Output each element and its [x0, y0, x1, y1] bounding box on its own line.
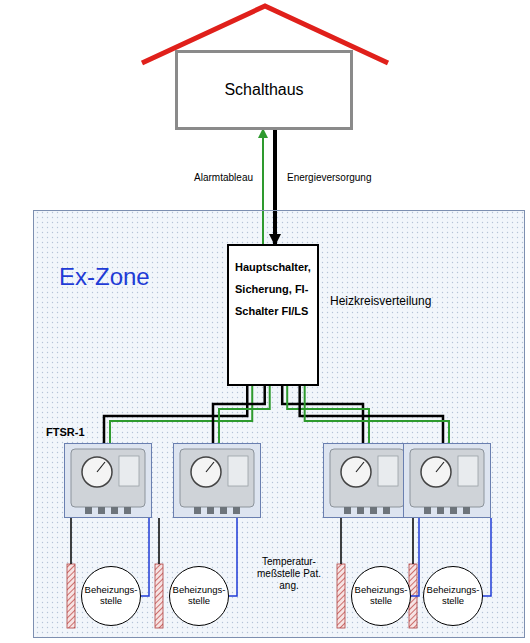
distribution-box: Hauptschalter, Sicherung, FI-Schalter FI… [227, 244, 319, 386]
cable-gland [220, 507, 227, 514]
unit-heading: FTSR-1 [46, 426, 85, 438]
sensor-cable [141, 518, 149, 596]
power-cable [213, 386, 265, 443]
edge-label: Alarmtableau [173, 172, 253, 183]
thermostat-picture [174, 444, 260, 517]
housing [180, 449, 254, 507]
zone-title: Ex-Zone [59, 263, 150, 291]
housing [71, 449, 145, 507]
connector [104, 386, 252, 443]
connector [411, 518, 419, 596]
gauge [421, 457, 451, 487]
heater-wire [70, 518, 72, 564]
control-house: Schalthaus [175, 50, 353, 130]
heating-point: Beheizungs- stelle [169, 566, 229, 626]
edge-label: Energieversorgung [287, 172, 372, 183]
heating-point: Beheizungs- stelle [81, 566, 141, 626]
connector [213, 386, 270, 443]
cable-gland [194, 507, 201, 514]
gauge-needle [97, 462, 105, 472]
nameplate [119, 456, 139, 486]
cable-gland [111, 507, 118, 514]
cable-gland [450, 507, 457, 514]
thermostat-unit [173, 443, 261, 518]
sensor-cable [483, 518, 491, 596]
heating-label: Beheizungs- stelle [426, 585, 480, 607]
gauge-needle [356, 462, 364, 472]
cable-gland [233, 507, 240, 514]
nameplate [378, 456, 398, 486]
cable-gland [85, 507, 92, 514]
gauge [191, 457, 221, 487]
cable-gland [424, 507, 431, 514]
heating-label: Beheizungs- stelle [84, 585, 138, 607]
housing [410, 449, 484, 507]
heating-label: Beheizungs- stelle [172, 585, 226, 607]
sensor-label: Temperatur- meßstelle Pat. ang. [248, 556, 330, 592]
power-cable [104, 386, 247, 443]
heater-wire [412, 518, 414, 564]
cable-gland [124, 507, 131, 514]
sensor-cable [411, 518, 419, 596]
group-label: Heizkreisverteilung [330, 294, 431, 308]
thermostat-picture [324, 444, 410, 517]
sensor-cable [229, 518, 237, 596]
thermostat-unit: FTSR-1 [64, 443, 152, 518]
cable-gland [437, 507, 444, 514]
heater-wire [158, 518, 160, 564]
connector [263, 130, 264, 244]
power-cable [300, 386, 443, 443]
signal-cable [219, 386, 270, 443]
thermostat-unit [323, 443, 411, 518]
heater-strip [67, 564, 75, 628]
heater-wire [340, 518, 342, 564]
house-title: Schalthaus [224, 81, 303, 99]
alarm-line [262, 130, 264, 244]
connector [229, 518, 237, 596]
cable-gland [344, 507, 351, 514]
heater-strip [337, 564, 345, 628]
gauge [82, 457, 112, 487]
connector [483, 518, 491, 596]
signal-cable [110, 386, 252, 443]
thermostat-picture [404, 444, 490, 517]
gauge-needle [206, 462, 214, 472]
power-cable [282, 386, 363, 443]
cable-gland [383, 507, 390, 514]
gauge-needle [436, 462, 444, 472]
cable-gland [370, 507, 377, 514]
heating-point: Beheizungs- stelle [423, 566, 483, 626]
signal-cable [305, 386, 449, 443]
distribution-text: Hauptschalter, Sicherung, FI-Schalter FI… [235, 256, 311, 322]
housing [330, 449, 404, 507]
cable-gland [98, 507, 105, 514]
heating-label: Beheizungs- stelle [354, 585, 408, 607]
cable-gland [357, 507, 364, 514]
thermostat-unit [403, 443, 491, 518]
cable-gland [207, 507, 214, 514]
heater-strip [155, 564, 163, 628]
cable-gland [463, 507, 470, 514]
connector [282, 386, 369, 443]
connector [275, 130, 276, 244]
power-line [273, 130, 277, 244]
gauge [341, 457, 371, 487]
connector [141, 518, 149, 596]
nameplate [458, 456, 478, 486]
heating-point: Beheizungs- stelle [351, 566, 411, 626]
thermostat-picture [65, 444, 151, 517]
ex-zone-ground [33, 210, 525, 638]
connector [300, 386, 449, 443]
nameplate [228, 456, 248, 486]
